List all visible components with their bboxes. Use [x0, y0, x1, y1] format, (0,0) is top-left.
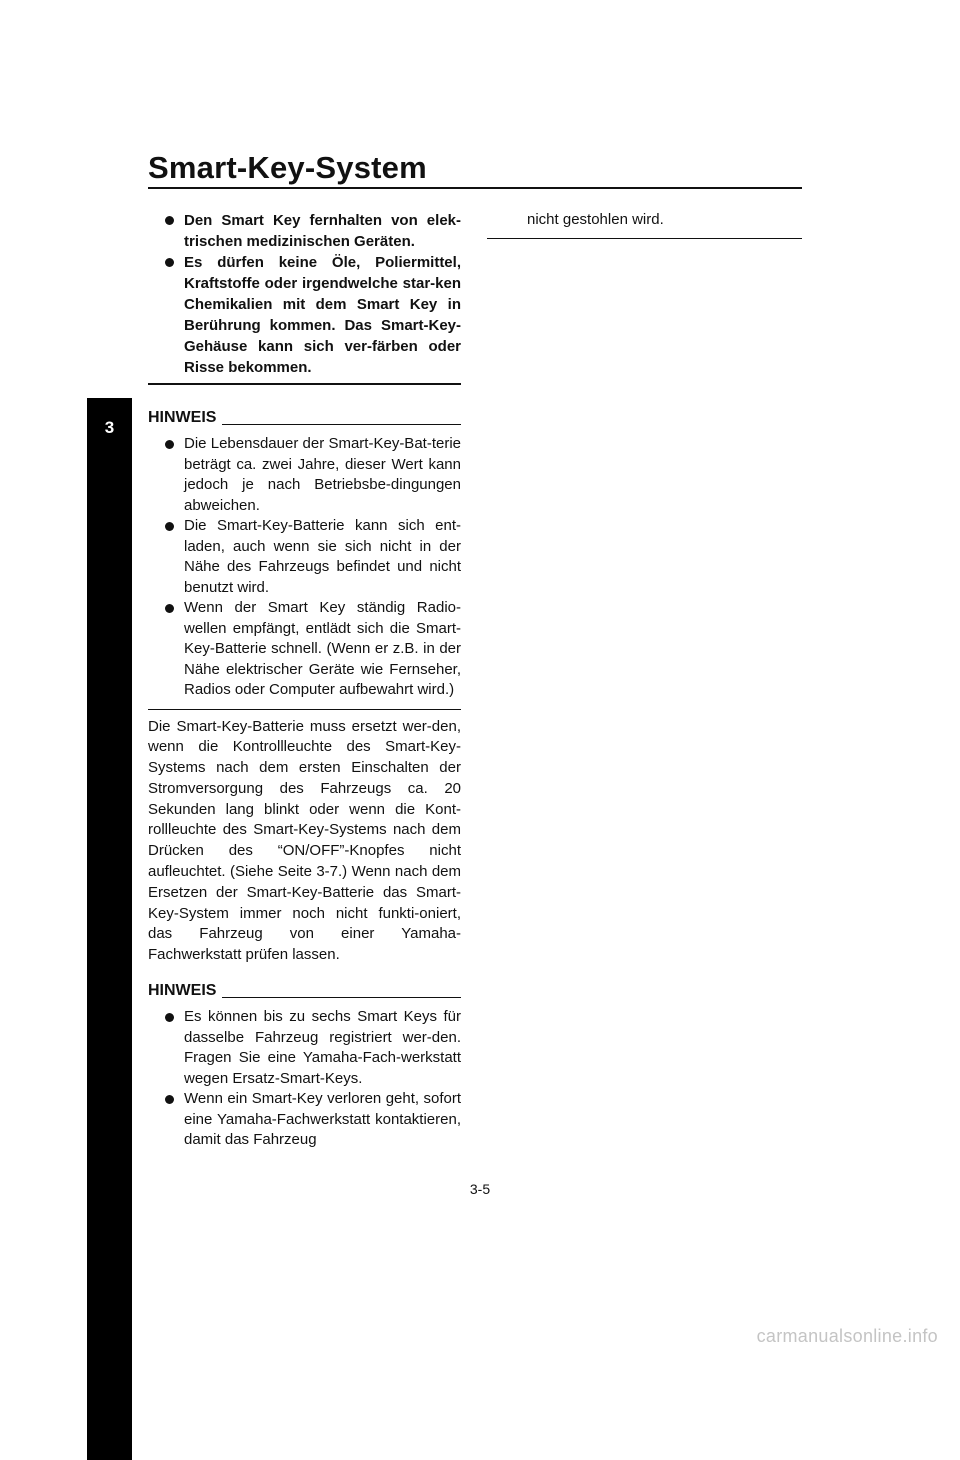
- note-end-rule: [487, 238, 802, 239]
- note-heading: HINWEIS: [148, 982, 461, 1000]
- note-item-text: Die Smart-Key-Batterie kann sich ent-lad…: [184, 517, 461, 596]
- left-column: Den Smart Key fernhalten von elek-trisch…: [148, 210, 461, 1151]
- bullet-icon: [165, 522, 174, 531]
- warning-list: Den Smart Key fernhalten von elek-trisch…: [148, 210, 461, 378]
- note-heading-rule: [222, 997, 461, 999]
- bullet-icon: [165, 216, 174, 225]
- watermark: carmanualsonline.info: [756, 1326, 938, 1346]
- bullet-icon: [165, 604, 174, 613]
- note-item-text: Die Lebensdauer der Smart-Key-Bat-terie …: [184, 435, 461, 514]
- warning-end-rule: [148, 383, 461, 385]
- warning-item: Es dürfen keine Öle, Poliermittel, Kraft…: [148, 252, 461, 378]
- note-item-text: Es können bis zu sechs Smart Keys für da…: [184, 1008, 461, 1087]
- note-title: HINWEIS: [148, 409, 217, 426]
- bullet-icon: [165, 258, 174, 267]
- bullet-icon: [165, 1013, 174, 1023]
- bullet-icon: [165, 440, 174, 449]
- note-end-rule: [148, 708, 461, 710]
- note-item: Wenn der Smart Key ständig Radio-wellen …: [148, 598, 461, 701]
- note-item: Es können bis zu sechs Smart Keys für da…: [148, 1007, 461, 1089]
- note-list: Die Lebensdauer der Smart-Key-Bat-terie …: [148, 434, 461, 701]
- bullet-icon: [165, 1095, 174, 1105]
- page-title: Smart-Key-System: [148, 150, 427, 185]
- note-item: Wenn ein Smart-Key verloren geht, sofort…: [148, 1089, 461, 1151]
- note-item-text: Wenn ein Smart-Key verloren geht, sofort…: [184, 1090, 461, 1149]
- page-number: 3-5: [469, 1181, 491, 1197]
- note-heading-rule: [222, 424, 461, 425]
- note-item: Die Smart-Key-Batterie kann sich ent-lad…: [148, 516, 461, 598]
- note-item: Die Lebensdauer der Smart-Key-Bat-terie …: [148, 434, 461, 516]
- continuation-text: nicht gestohlen wird.: [527, 211, 664, 228]
- note-list: Es können bis zu sechs Smart Keys für da…: [148, 1007, 461, 1151]
- warning-item-text: Es dürfen keine Öle, Poliermittel, Kraft…: [184, 254, 461, 376]
- title-rule: [148, 187, 802, 189]
- note-item-text: Wenn der Smart Key ständig Radio-wellen …: [184, 599, 461, 698]
- chapter-number: 3: [104, 418, 115, 437]
- warning-item-text: Den Smart Key fernhalten von elek-trisch…: [184, 212, 461, 250]
- chapter-tab: 3: [87, 398, 132, 1460]
- right-column: nicht gestohlen wird.: [487, 210, 802, 239]
- note-heading: HINWEIS: [148, 409, 461, 427]
- note-title: HINWEIS: [148, 982, 217, 1000]
- body-paragraph: Die Smart-Key-Batterie muss ersetzt wer-…: [148, 717, 461, 964]
- warning-item: Den Smart Key fernhalten von elek-trisch…: [148, 210, 461, 252]
